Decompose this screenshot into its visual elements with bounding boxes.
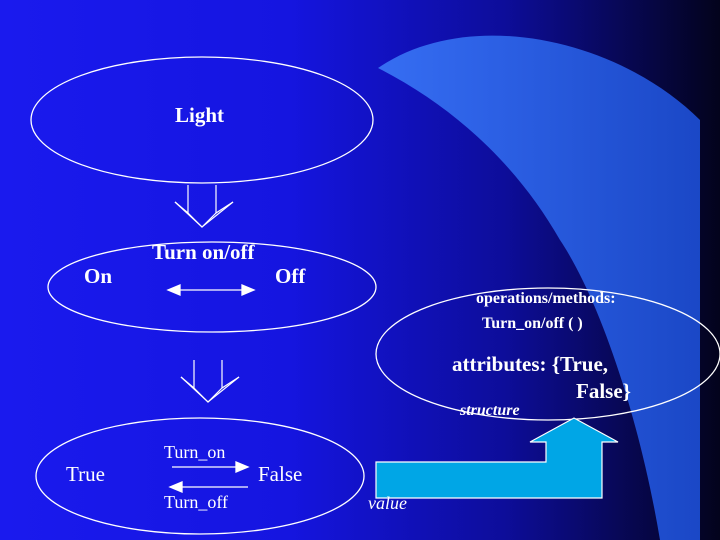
on-label: On	[84, 264, 113, 288]
on-off-double-arrow	[166, 284, 256, 296]
value-to-structure-arrow	[375, 417, 619, 499]
turn-off-label: Turn_off	[164, 492, 229, 512]
decorative-swoosh	[378, 35, 700, 540]
operations-value: Turn_on/off ( )	[482, 315, 583, 332]
light-ellipse	[30, 56, 374, 184]
true-label: True	[66, 462, 105, 486]
on-off-ellipse	[47, 241, 377, 333]
down-arrow-icon	[180, 360, 240, 403]
turn-on-arrow	[172, 461, 250, 473]
false-label: False	[258, 462, 303, 486]
turn-on-label: Turn_on	[164, 442, 226, 462]
structure-label: structure	[460, 402, 520, 419]
value-label: value	[368, 493, 407, 513]
turn-off-arrow	[168, 481, 248, 493]
attributes-label-line1: attributes: {True,	[452, 352, 609, 376]
structure-ellipse	[375, 287, 720, 421]
turn-on-off-label: Turn on/off	[152, 240, 255, 264]
true-false-ellipse	[35, 417, 365, 535]
down-arrow-icon	[174, 185, 234, 228]
off-label: Off	[275, 264, 306, 288]
light-label: Light	[175, 103, 225, 127]
operations-label: operations/methods:	[476, 290, 616, 307]
attributes-label-line2: False}	[576, 379, 631, 403]
